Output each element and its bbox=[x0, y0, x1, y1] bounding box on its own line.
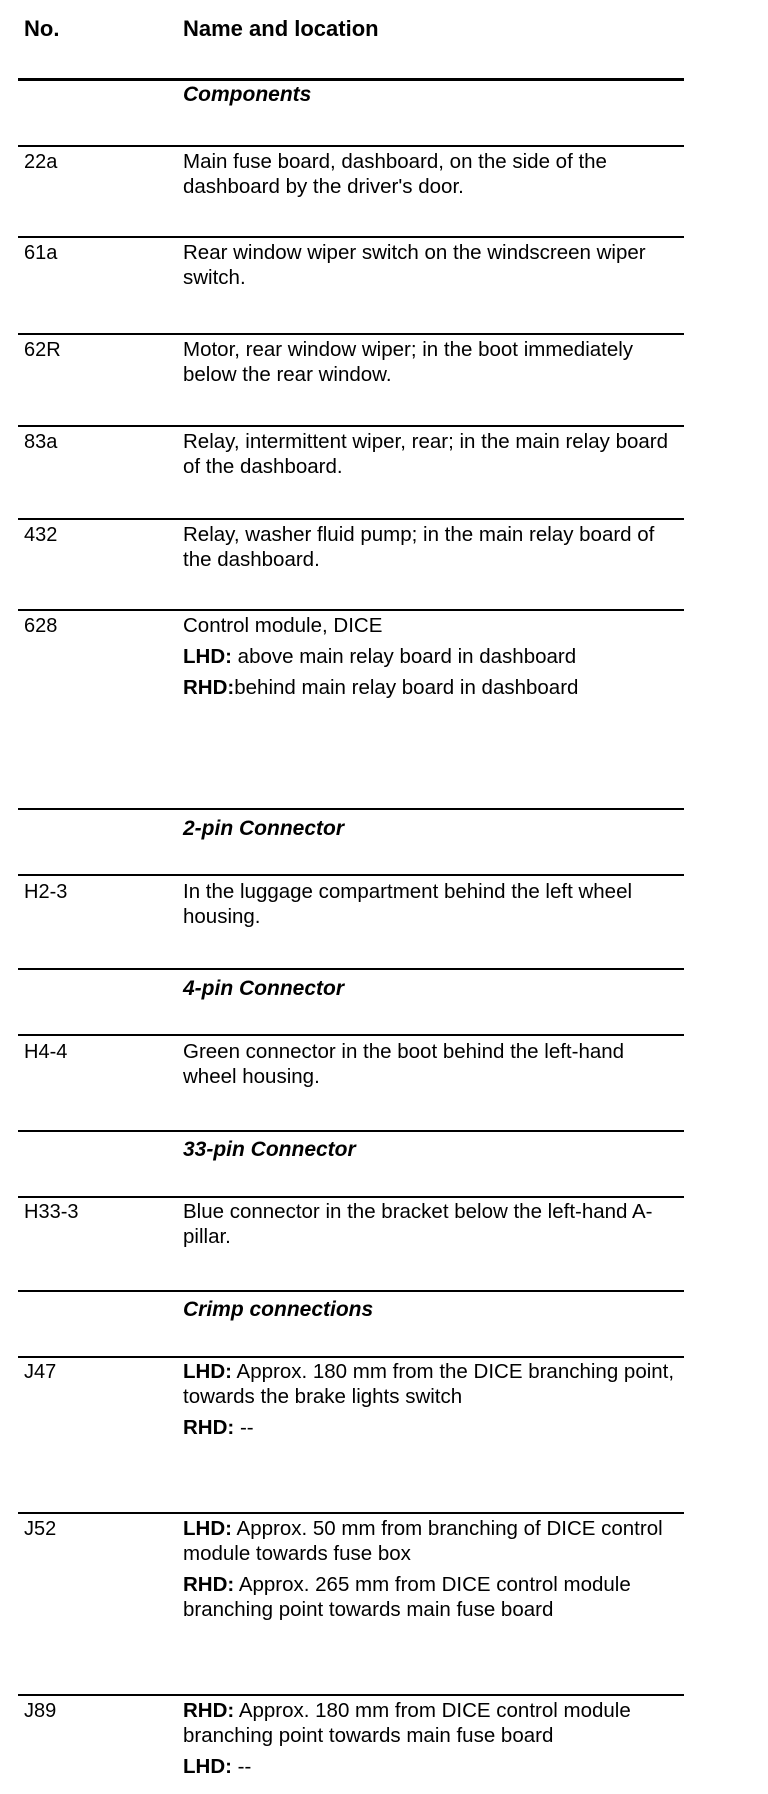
row-number: J52 bbox=[24, 1518, 57, 1540]
section-title-33-pin: 33-pin Connector bbox=[183, 1138, 356, 1161]
row-number: H2-3 bbox=[24, 881, 68, 903]
section-divider bbox=[18, 1130, 684, 1132]
rhd-note: RHD:behind main relay board in dashboard bbox=[183, 675, 678, 700]
section-divider bbox=[18, 968, 684, 970]
section-title-4-pin: 4-pin Connector bbox=[183, 977, 344, 1000]
row-divider bbox=[18, 609, 684, 611]
row-description: Rear window wiper switch on the windscre… bbox=[183, 241, 646, 289]
row-number: 83a bbox=[24, 431, 58, 453]
lhd-text: Approx. 50 mm from branching of DICE con… bbox=[183, 1517, 663, 1565]
rhd-label: RHD: bbox=[183, 1699, 235, 1722]
lhd-label: LHD: bbox=[183, 1360, 232, 1383]
row-description: In the luggage compartment behind the le… bbox=[183, 880, 633, 928]
section-divider bbox=[18, 808, 684, 810]
row-description: Main fuse board, dashboard, on the side … bbox=[183, 150, 607, 198]
row-divider bbox=[18, 1694, 684, 1696]
lhd-text: -- bbox=[231, 1755, 252, 1778]
row-description: LHD: Approx. 180 mm from the DICE branch… bbox=[183, 1359, 678, 1440]
row-number: 61a bbox=[24, 242, 58, 264]
row-description: Control module, DICE LHD: above main rel… bbox=[183, 613, 678, 700]
row-description: Relay, washer fluid pump; in the main re… bbox=[183, 523, 655, 571]
row-description: LHD: Approx. 50 mm from branching of DIC… bbox=[183, 1516, 678, 1622]
rhd-label: RHD: bbox=[183, 1573, 235, 1596]
row-divider bbox=[18, 1512, 684, 1514]
description-line: Control module, DICE bbox=[183, 614, 383, 637]
row-number: 22a bbox=[24, 151, 58, 173]
row-description: Relay, intermittent wiper, rear; in the … bbox=[183, 430, 669, 478]
row-divider bbox=[18, 333, 684, 335]
row-number: H33-3 bbox=[24, 1201, 79, 1223]
rhd-label: RHD: bbox=[183, 676, 235, 699]
rhd-note: RHD: Approx. 265 mm from DICE control mo… bbox=[183, 1572, 678, 1622]
rhd-text: -- bbox=[234, 1416, 254, 1439]
row-divider bbox=[18, 1196, 684, 1198]
lhd-text: above main relay board in dashboard bbox=[231, 645, 577, 668]
lhd-label: LHD: bbox=[183, 645, 232, 668]
row-number: 432 bbox=[24, 524, 58, 546]
lhd-note: LHD: above main relay board in dashboard bbox=[183, 644, 678, 669]
lhd-label: LHD: bbox=[183, 1755, 232, 1778]
column-header-no: No. bbox=[24, 16, 60, 41]
row-description: Green connector in the boot behind the l… bbox=[183, 1040, 625, 1088]
row-number: 628 bbox=[24, 615, 58, 637]
rhd-text: Approx. 180 mm from DICE control module … bbox=[183, 1699, 631, 1747]
section-title-crimp: Crimp connections bbox=[183, 1298, 374, 1321]
rhd-note: RHD: -- bbox=[183, 1415, 678, 1440]
column-header-name: Name and location bbox=[183, 16, 379, 41]
row-number: 62R bbox=[24, 339, 61, 361]
section-title-components: Components bbox=[183, 83, 312, 106]
section-divider bbox=[18, 1290, 684, 1292]
row-divider bbox=[18, 1034, 684, 1036]
row-number: H4-4 bbox=[24, 1041, 68, 1063]
row-description: Blue connector in the bracket below the … bbox=[183, 1200, 653, 1248]
lhd-note: LHD: Approx. 50 mm from branching of DIC… bbox=[183, 1516, 678, 1566]
row-divider bbox=[18, 518, 684, 520]
row-divider bbox=[18, 145, 684, 147]
lhd-note: LHD: Approx. 180 mm from the DICE branch… bbox=[183, 1359, 678, 1409]
rhd-text: Approx. 265 mm from DICE control module … bbox=[183, 1573, 631, 1621]
section-title-2-pin: 2-pin Connector bbox=[183, 817, 344, 840]
table-header: No. Name and location bbox=[0, 16, 768, 46]
row-description: Motor, rear window wiper; in the boot im… bbox=[183, 338, 634, 386]
row-number: J89 bbox=[24, 1700, 57, 1722]
lhd-note: LHD: -- bbox=[183, 1754, 678, 1779]
row-number: J47 bbox=[24, 1361, 57, 1383]
lhd-text: Approx. 180 mm from the DICE branching p… bbox=[183, 1360, 675, 1408]
rhd-text: behind main relay board in dashboard bbox=[234, 676, 579, 699]
header-divider bbox=[18, 78, 684, 81]
row-divider bbox=[18, 874, 684, 876]
row-divider bbox=[18, 1356, 684, 1358]
rhd-label: RHD: bbox=[183, 1416, 235, 1439]
rhd-note: RHD: Approx. 180 mm from DICE control mo… bbox=[183, 1698, 678, 1748]
lhd-label: LHD: bbox=[183, 1517, 232, 1540]
row-divider bbox=[18, 425, 684, 427]
row-description: RHD: Approx. 180 mm from DICE control mo… bbox=[183, 1698, 678, 1779]
row-divider bbox=[18, 236, 684, 238]
